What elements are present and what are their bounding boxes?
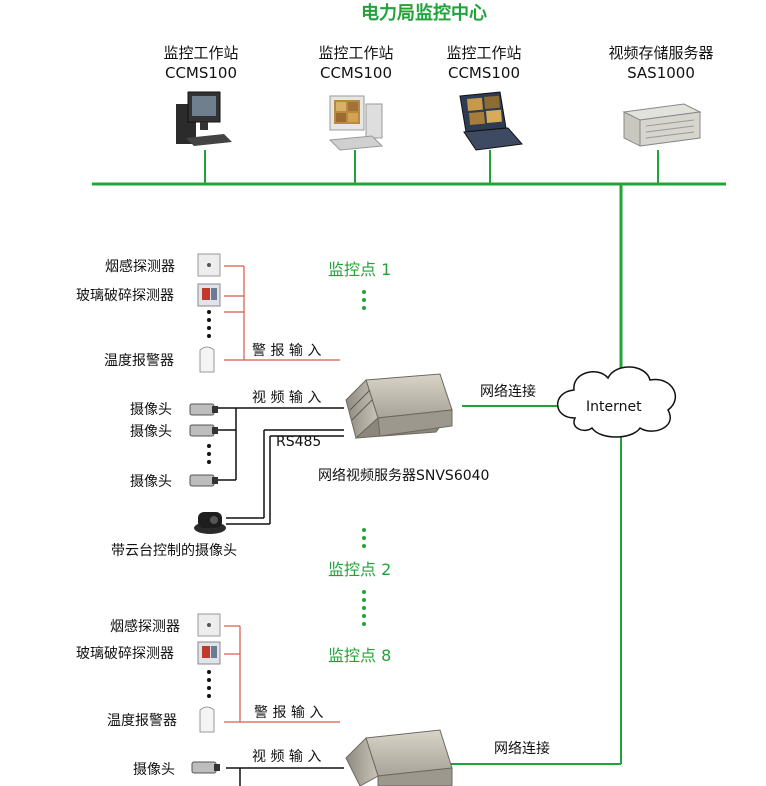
internet-cloud-icon: [557, 366, 677, 438]
site8-sensor-ellipsis: [207, 670, 211, 702]
site1-alarm-input-label: 警 报 输 入: [252, 343, 322, 359]
internet-label: Internet: [586, 399, 642, 415]
site8-camera-icon: [191, 761, 220, 774]
site1-ptz-camera-icon: [194, 512, 226, 534]
site8-network-link-label: 网络连接: [494, 741, 550, 757]
workstation-2-name: 监控工作站: [318, 44, 394, 62]
site1-glass-break-label: 玻璃破碎探测器: [76, 288, 174, 304]
site1-ptz-camera-label: 带云台控制的摄像头: [111, 543, 237, 559]
workstation-3-laptop-icon: [459, 91, 523, 151]
site1-camera-2-icon: [189, 424, 218, 437]
site8-video-input-label: 视 频 输 入: [252, 749, 322, 765]
site1-video-wires: [218, 407, 344, 525]
site1-ellipsis: [362, 290, 366, 314]
site1-camera-2-label: 摄像头: [130, 424, 172, 440]
site1-camera-1-label: 摄像头: [130, 402, 172, 418]
site8-camera-label: 摄像头: [133, 762, 175, 778]
site1-camera-ellipsis: [207, 444, 211, 468]
site1-camera-3-label: 摄像头: [130, 474, 172, 490]
site1-network-link-label: 网络连接: [480, 384, 536, 400]
site1-sensor-ellipsis: [207, 310, 211, 342]
site1-video-server-label: 网络视频服务器SNVS6040: [318, 468, 490, 484]
workstation-1-model: CCMS100: [164, 64, 238, 82]
site1-smoke-detector-icon: [197, 253, 221, 277]
site1-rs485-label: RS485: [276, 434, 322, 450]
site1-label: 监控点 1: [328, 260, 392, 279]
site2-label: 监控点 2: [328, 560, 392, 579]
workstation-2-model: CCMS100: [319, 64, 393, 82]
site2-ellipsis-above: [362, 528, 366, 552]
workstation-2-desktop-computer-icon: [328, 95, 384, 151]
storage-server-rack-icon: [622, 103, 702, 147]
site8-smoke-detector-label: 烟感探测器: [110, 619, 180, 635]
site8-smoke-detector-icon: [197, 613, 221, 637]
storage-server-model: SAS1000: [627, 64, 695, 82]
site8-alarm-input-label: 警 报 输 入: [254, 705, 324, 721]
control-center-title: 电力局监控中心: [361, 3, 487, 24]
site1-smoke-detector-label: 烟感探测器: [105, 259, 175, 275]
site8-video-server-icon: [345, 729, 453, 786]
workstation-1-name: 监控工作站: [163, 44, 239, 62]
site8-glass-break-detector-icon: [197, 641, 221, 665]
site8-glass-break-label: 玻璃破碎探测器: [76, 646, 174, 662]
site2-ellipsis-below: [362, 590, 366, 630]
workstation-1-desktop-computer-icon: [176, 91, 232, 146]
storage-server-name: 视频存储服务器: [608, 44, 714, 62]
site8-video-wires: [226, 767, 344, 786]
site1-camera-3-icon: [189, 474, 218, 487]
workstation-3-name: 监控工作站: [446, 44, 522, 62]
site1-camera-1-icon: [189, 403, 218, 416]
site8-temperature-alarm-icon: [199, 706, 215, 733]
site1-video-input-label: 视 频 输 入: [252, 390, 322, 406]
site1-temperature-alarm-icon: [199, 346, 215, 373]
site8-alarm-wires: [224, 625, 340, 723]
site8-temperature-alarm-label: 温度报警器: [107, 713, 177, 729]
site1-alarm-wires: [224, 265, 340, 361]
backbone-bus: [92, 150, 726, 765]
workstation-3-model: CCMS100: [447, 64, 521, 82]
site1-glass-break-detector-icon: [197, 283, 221, 307]
site8-label: 监控点 8: [328, 646, 392, 665]
site1-temperature-alarm-label: 温度报警器: [104, 353, 174, 369]
site1-video-server-icon: [345, 373, 454, 439]
